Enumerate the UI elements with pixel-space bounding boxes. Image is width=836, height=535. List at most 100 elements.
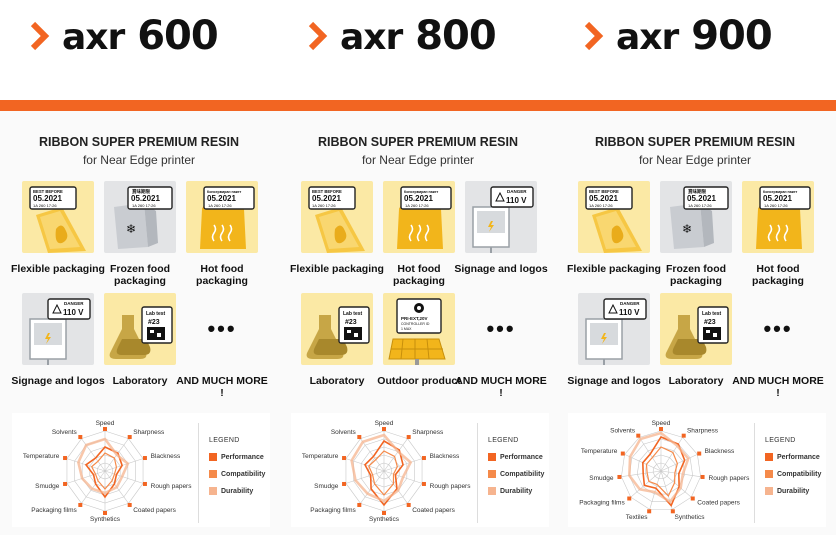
axis-marker: [421, 456, 426, 461]
legend-swatch: [765, 487, 773, 495]
legend-swatch: [209, 487, 217, 495]
legend-title: LEGEND: [209, 437, 240, 444]
radar-axis-label: Packaging films: [31, 507, 77, 514]
radar-axis-label: Synthetics: [675, 514, 706, 521]
tile-label: Hot food packaging: [196, 263, 248, 287]
tile-label: Hot food packaging: [393, 263, 445, 287]
legend-title: LEGEND: [765, 437, 796, 444]
legend-swatch: [209, 453, 217, 461]
tile-label: Flexible packaging: [567, 263, 661, 275]
svg-text:Консервиран пакет: Консервиран пакет: [763, 190, 797, 194]
tile-label: Hot food packaging: [752, 263, 804, 287]
radar-axis-label: Coated papers: [697, 499, 740, 506]
radar-axis-label: Smudge: [589, 475, 614, 482]
radar-axis-label: Textiles: [626, 514, 648, 521]
product-title-axr800: axr 800: [308, 12, 497, 60]
radar-series-compatibility: [645, 446, 679, 497]
radar-axis-label: Blackness: [705, 448, 735, 455]
radar-axis-label: Coated papers: [133, 507, 176, 514]
legend-item: Durability: [488, 487, 549, 495]
axis-marker: [681, 433, 686, 438]
svg-text:05.2021: 05.2021: [589, 194, 618, 203]
svg-text:#23: #23: [148, 319, 160, 326]
svg-text:Lab test: Lab test: [702, 311, 722, 317]
application-tile[interactable]: Lab test #23: [104, 293, 176, 365]
legend-item: Performance: [209, 453, 270, 461]
axis-marker: [697, 451, 702, 456]
radar-axis: [649, 470, 662, 510]
radar-ring: [629, 438, 693, 503]
legend: LEGEND Performance Compatibility Durabil…: [198, 423, 270, 523]
header: axr 600 axr 800 axr 900: [0, 0, 836, 100]
axis-marker: [406, 502, 411, 507]
svg-text:1A 260 17:26: 1A 260 17:26: [764, 203, 788, 208]
svg-text:DANGER: DANGER: [507, 189, 527, 194]
radar-axis-label: Temperature: [581, 448, 618, 455]
radar-axis: [81, 470, 106, 504]
tile-label: AND MUCH MORE !: [176, 375, 268, 399]
radar-axis-label: Sharpness: [133, 429, 165, 436]
svg-text:Консервиран пакет: Консервиран пакет: [207, 190, 241, 194]
more-dots-icon: •••: [486, 316, 516, 341]
radar-axis: [383, 438, 408, 472]
radar-axis: [66, 470, 106, 484]
tile-label: Flexible packaging: [290, 263, 384, 275]
legend: LEGEND Performance Compatibility Durabil…: [477, 423, 549, 523]
ribbon-title: RIBBON SUPER PREMIUM RESIN: [594, 135, 796, 149]
tile-label: Laboratory: [668, 375, 724, 387]
more-dots-icon: •••: [207, 316, 237, 341]
application-tile[interactable]: Lab test #23: [301, 293, 373, 365]
svg-text:Lab test: Lab test: [146, 311, 166, 317]
radar-axis: [360, 438, 385, 472]
tile-label: Signage and logos: [454, 263, 548, 275]
radar-axis: [660, 470, 692, 498]
radar-series-durability: [77, 437, 130, 495]
radar-axis-label: Synthetics: [369, 516, 400, 523]
legend-item: Compatibility: [488, 470, 549, 478]
radar-axis: [660, 470, 701, 477]
axis-marker: [382, 427, 386, 431]
ribbon-subtitle: for Near Edge printer: [361, 153, 475, 167]
radar-axis-label: Temperature: [302, 453, 339, 460]
svg-text:110 V: 110 V: [506, 196, 527, 205]
product-title-axr900: axr 900: [584, 12, 773, 60]
application-tile[interactable]: DANGER 110 V: [465, 181, 537, 253]
axis-marker: [142, 456, 147, 461]
svg-text:1A 260 17:26: 1A 260 17:26: [589, 203, 613, 208]
svg-text:賞味期限: 賞味期限: [132, 188, 150, 195]
legend: LEGEND Performance Compatibility Durabil…: [754, 423, 826, 523]
application-tile[interactable]: Lab test #23: [660, 293, 732, 365]
tile-label: AND MUCH MORE !: [455, 375, 547, 399]
tile-label: Frozen food packaging: [665, 263, 727, 287]
radar-axis: [660, 437, 683, 472]
axis-marker: [127, 502, 132, 507]
axis-marker: [357, 502, 362, 507]
more-dots-icon: •••: [763, 316, 793, 341]
svg-text:1A 260 17:26: 1A 260 17:26: [208, 203, 232, 208]
svg-text:Консервиран пакет: Консервиран пакет: [404, 190, 438, 194]
legend-item: Compatibility: [209, 470, 270, 478]
ribbon-title: RIBBON SUPER PREMIUM RESIN: [317, 135, 519, 149]
radar-axis-label: Synthetics: [90, 516, 121, 523]
radar-series-compatibility: [90, 452, 118, 490]
legend-item: Durability: [765, 487, 826, 495]
legend-item: Durability: [209, 487, 270, 495]
